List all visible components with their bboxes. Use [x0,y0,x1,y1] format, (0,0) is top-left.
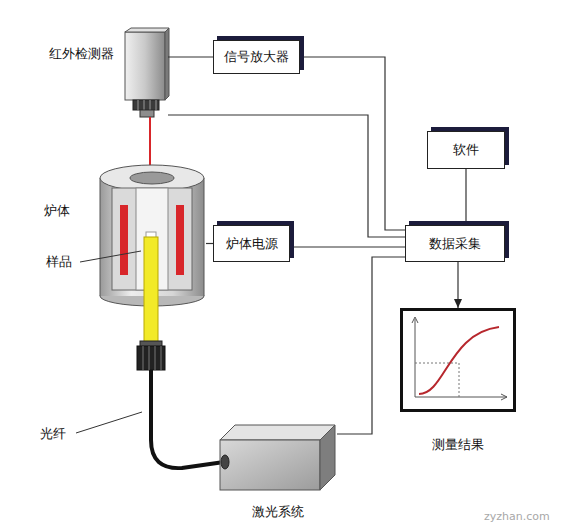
result-chart: 测量结果 [400,308,516,412]
part-label: 样品 [46,254,72,270]
part-label: 激光系统 [218,504,337,520]
furnace: 炉体 [100,163,206,306]
box-label: 信号放大器 [224,49,289,65]
optical-fiber [151,370,224,468]
box-label: 炉体电源 [226,236,278,252]
connector [465,169,466,225]
process-box: 数据采集 [405,225,505,262]
detector-illustration [125,28,169,117]
part-label: 红外检测器 [49,46,114,62]
connector [206,243,213,244]
chart-stroke [415,397,507,398]
part-label: 测量结果 [403,437,513,453]
chart-stroke [412,317,418,323]
part-label: 光纤 [40,426,66,442]
chart-stroke [415,363,459,364]
connector [290,246,405,247]
leader-line [80,251,141,262]
watermark: zyzhan.com [484,510,550,523]
box-label: 数据采集 [429,236,481,252]
chart-stroke [415,319,416,397]
sample-rod [144,237,158,346]
part-label: 炉体 [44,203,70,219]
process-box: 炉体电源 [213,225,290,262]
connector [168,56,213,57]
laser-illustration [220,425,335,490]
chart-stroke [419,327,499,394]
chart-stroke [459,363,460,397]
connector [337,257,405,434]
laser-system: 激光系统 [218,422,337,492]
connector [457,262,458,308]
connector [168,115,405,237]
process-box: 软件 [427,131,505,169]
connector [300,57,405,230]
process-box: 信号放大器 [213,40,300,74]
box-label: 软件 [453,142,479,158]
leader-line [76,412,142,433]
chart-stroke [501,394,507,400]
result-curve [403,311,513,409]
infrared-detector: 红外检测器 [122,30,168,120]
fiber-connector [137,341,165,370]
